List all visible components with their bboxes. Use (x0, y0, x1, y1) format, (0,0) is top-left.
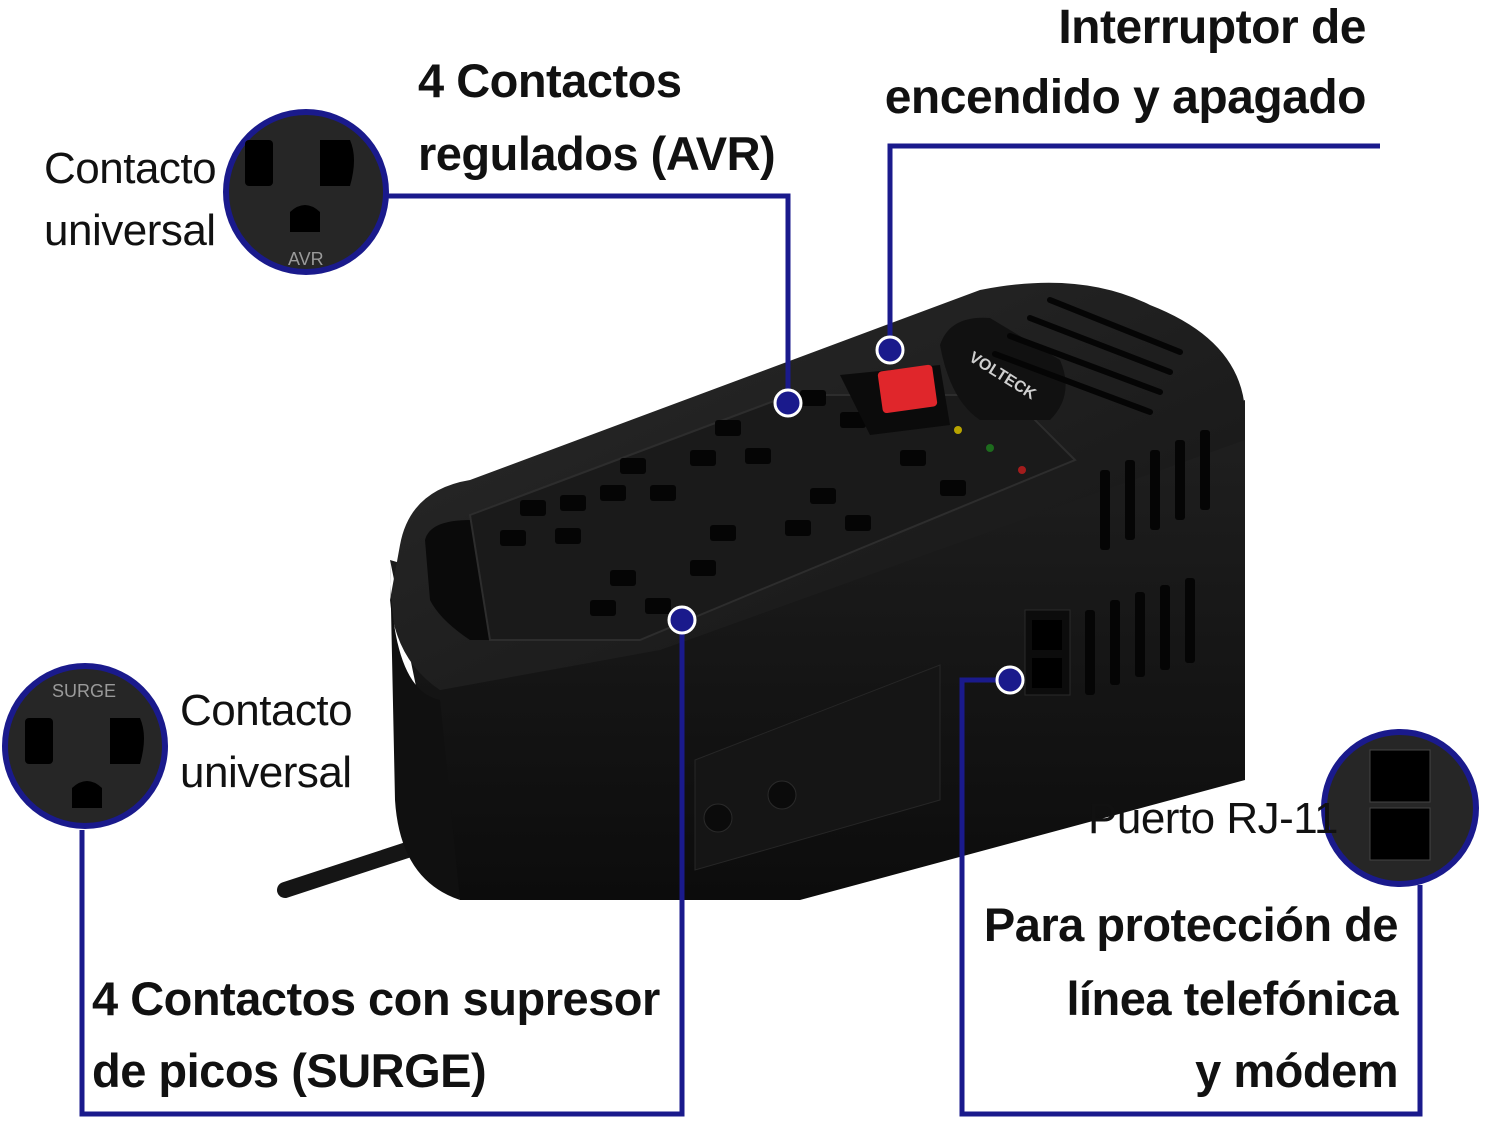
surge-title-line-1: 4 Contactos con supresor (92, 972, 660, 1025)
rj11-ports (1024, 609, 1071, 696)
phone-protection-line-2: línea telefónica (1066, 972, 1398, 1025)
avr-callout-dot (773, 388, 803, 418)
rj11-port-label: Puerto RJ-11 (1088, 794, 1338, 843)
power-switch (840, 364, 950, 435)
avr-title-line-2: regulados (AVR) (418, 127, 776, 180)
avr-outlet-label-line-1: Contacto (44, 144, 217, 193)
avr-title-line-1: 4 Contactos (418, 54, 682, 107)
surge-outlet-label-line-1: Contacto (180, 686, 353, 735)
avr-outlet-label-line-2: universal (44, 206, 216, 255)
surge-outlet-stamp: SURGE (52, 681, 116, 701)
surge-outlet-label-line-2: universal (180, 748, 352, 797)
switch-title-line-1: Interruptor de (1058, 1, 1366, 54)
switch-title-line-2: encendido y apagado (884, 71, 1367, 124)
surge-outlet-zoom: SURGE (2, 663, 168, 829)
rj11-zoom (1321, 729, 1479, 887)
regulator-device: VOLTECK (390, 282, 1245, 900)
rj11-callout-dot (995, 665, 1025, 695)
surge-callout-dot (667, 605, 697, 635)
avr-outlet-zoom: AVR (223, 109, 389, 275)
phone-protection-line-3: y módem (1195, 1044, 1398, 1097)
switch-callout-dot (875, 335, 905, 365)
avr-outlet-stamp: AVR (288, 249, 324, 269)
callout-lines (79, 143, 1423, 1117)
surge-title-line-2: de picos (SURGE) (92, 1044, 487, 1097)
phone-protection-line-1: Para protección de (983, 898, 1399, 951)
